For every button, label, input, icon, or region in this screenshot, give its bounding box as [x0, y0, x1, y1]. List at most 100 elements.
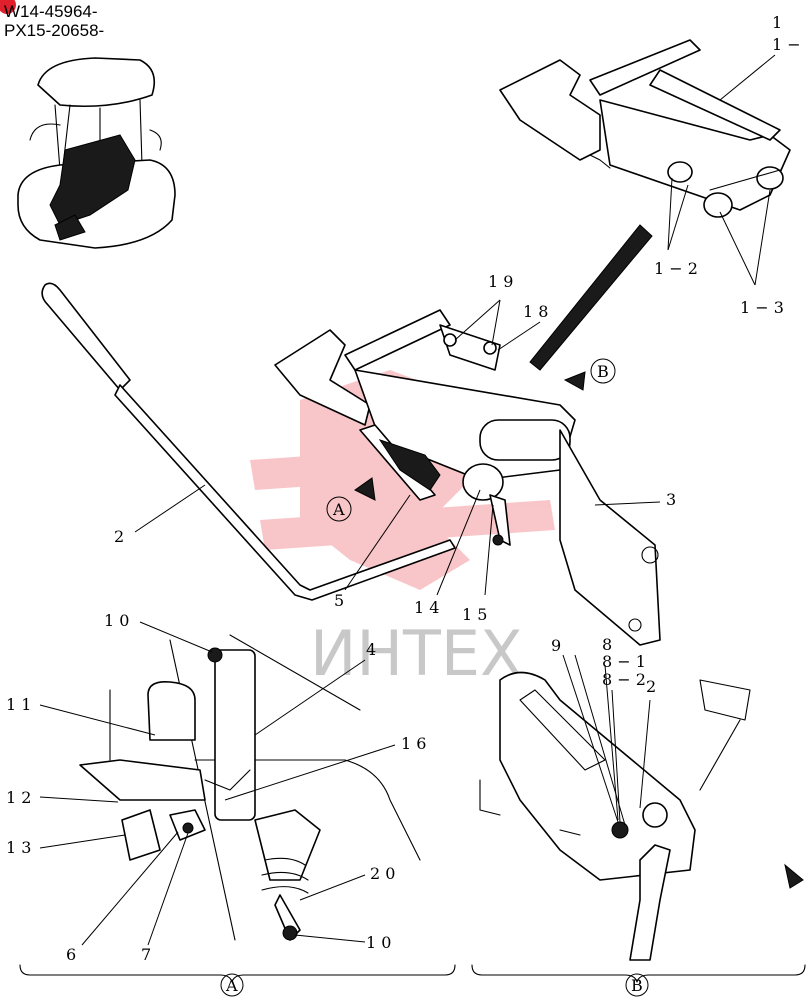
leader-1 — [719, 54, 776, 101]
arrow-b-detail — [784, 863, 804, 889]
support-plate-3 — [559, 429, 661, 646]
nut-10-bottom — [282, 925, 298, 941]
callout-3: 3 — [666, 490, 676, 509]
leader-20 — [299, 874, 366, 901]
callout-4: 4 — [366, 640, 376, 659]
callout-8-1: 8 − 1 — [602, 652, 646, 671]
detail-b-lines — [479, 679, 751, 836]
support-hole-1 — [641, 546, 659, 564]
bracket-top-rod — [589, 39, 701, 96]
callout-7: 7 — [141, 945, 151, 964]
bracket-plate-b — [499, 671, 696, 881]
slot-b — [519, 689, 606, 771]
lever-2b — [629, 844, 671, 961]
bracket-main-frame — [599, 99, 791, 211]
detail-b-view — [471, 671, 806, 983]
block-13 — [121, 809, 161, 861]
detail-a-caption-circle — [220, 973, 244, 997]
washer-8 — [642, 802, 668, 828]
view-a-marker-label: A — [332, 500, 345, 519]
new-part-badge — [0, 0, 16, 14]
callout-19: 1 9 — [488, 272, 513, 291]
pin-19a — [443, 333, 457, 347]
watermark-text: ИНТЕХ — [310, 617, 523, 690]
link-16 — [204, 769, 251, 791]
pin-7 — [182, 822, 194, 834]
callout-18: 1 8 — [523, 302, 548, 321]
callout-labels: 1 1 − 1 − 2 1 − 3 1 9 1 8 2 3 5 1 4 1 5 … — [6, 13, 801, 964]
leader-8-1 — [604, 664, 619, 821]
watermark-logo-bar-2 — [260, 500, 555, 550]
leader-11 — [39, 704, 156, 736]
callout-1-2: 1 − 2 — [654, 259, 698, 278]
leader-8-2 — [611, 689, 621, 823]
center-left-plate — [274, 329, 371, 426]
plate-12 — [79, 759, 206, 801]
callout-1-3: 1 − 3 — [740, 298, 784, 317]
callout-12: 1 2 — [6, 788, 31, 807]
callout-5: 5 — [334, 591, 344, 610]
cylinder-4 — [214, 649, 256, 821]
leader-1-3a — [719, 211, 756, 286]
leader-3 — [594, 501, 661, 506]
leader-1-2a — [667, 177, 673, 251]
center-assembly — [274, 309, 661, 646]
cab-thumbnail — [17, 57, 176, 249]
detail-a-brace — [19, 964, 456, 983]
nut-15 — [492, 534, 504, 546]
bracket-details — [589, 154, 781, 191]
spring-coils — [261, 857, 309, 894]
leader-10b — [294, 934, 366, 943]
detail-b-brace — [471, 964, 806, 983]
lever-shaft — [114, 384, 456, 601]
leader-13 — [39, 834, 126, 849]
leader-9b — [574, 654, 626, 826]
callout-1: 1 — [772, 13, 782, 32]
view-a-marker-circle — [326, 496, 352, 522]
leader-4 — [254, 659, 366, 736]
cab-roof — [37, 57, 156, 107]
callout-1-1: 1 − — [772, 35, 801, 54]
leader-5 — [344, 494, 411, 591]
link-15 — [489, 494, 511, 546]
detail-b-caption: B — [631, 976, 643, 995]
callout-8: 8 — [602, 635, 612, 654]
pin-19b — [483, 341, 497, 355]
callout-10-bottom: 1 0 — [366, 933, 391, 952]
arrow-a — [354, 477, 376, 501]
lever-grip — [41, 282, 131, 391]
callout-6: 6 — [66, 945, 76, 964]
detail-a-caption: A — [225, 976, 238, 995]
leader-6 — [81, 831, 179, 946]
leader-1-3b — [754, 189, 771, 286]
callout-13: 1 3 — [6, 838, 31, 857]
center-top-rod — [344, 309, 451, 371]
cab-arrow — [54, 214, 86, 241]
bushing-1-2 — [667, 161, 693, 183]
callout-16: 1 6 — [401, 734, 426, 753]
leader-2 — [134, 484, 206, 533]
bushing-1-3b — [756, 166, 784, 190]
leader-19a — [454, 299, 501, 341]
bushing-1-3a — [703, 192, 733, 218]
cab-posts — [54, 99, 143, 176]
leader-1-2b — [667, 184, 689, 251]
callout-2-detail: 2 — [646, 677, 656, 696]
detail-a-view — [19, 634, 456, 983]
leader-12 — [39, 796, 119, 803]
leader-15 — [484, 504, 494, 596]
leader-lines — [39, 54, 776, 946]
callout-15: 1 5 — [462, 605, 487, 624]
cab-console-highlight — [49, 134, 136, 226]
bracket-rear-rail — [649, 69, 781, 141]
explode-arrow — [529, 224, 653, 371]
detail-b-caption-circle — [625, 973, 649, 997]
cab-frame-lines — [29, 123, 162, 151]
callout-14: 1 4 — [414, 598, 439, 617]
bolt-8 — [611, 821, 629, 839]
callout-9: 9 — [551, 636, 561, 655]
callout-2: 2 — [114, 527, 124, 546]
callout-10-top: 1 0 — [104, 611, 129, 630]
serial-range-2: PX15-20658- — [4, 21, 105, 40]
